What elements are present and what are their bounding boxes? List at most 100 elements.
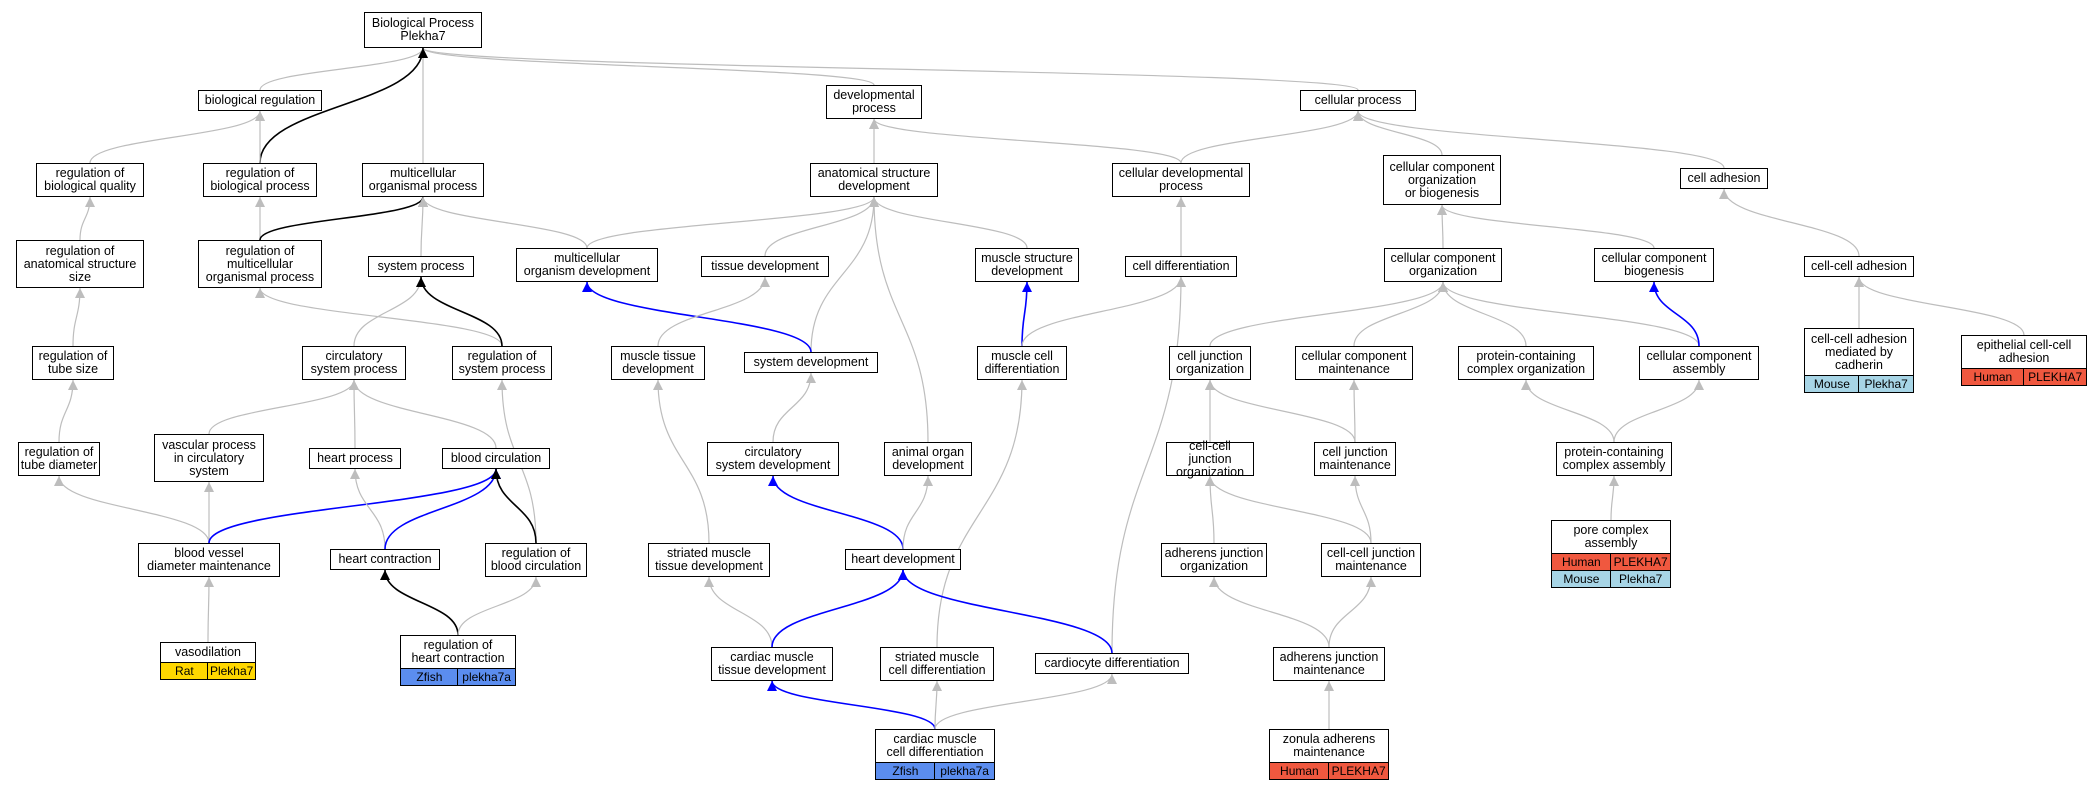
term-node-ccass[interactable]: cellular component assembly (1639, 346, 1759, 380)
term-node-heartdev[interactable]: heart development (845, 549, 961, 570)
edge-regheartc-to-regbloodc (457, 576, 541, 636)
term-node-animorgdev[interactable]: animal organ development (884, 442, 972, 476)
term-node-celldiff[interactable]: cell differentiation (1125, 256, 1237, 277)
term-node-pcca[interactable]: protein-containing complex assembly (1556, 442, 1672, 476)
term-node-sysdev[interactable]: system development (744, 352, 878, 373)
edge-circsys-to-sysproc (353, 276, 426, 347)
edge-sysdev-to-anatdev (810, 196, 879, 353)
term-node-bvdm[interactable]: blood vessel diameter maintenance (138, 543, 280, 577)
term-node-strmustdev[interactable]: striated muscle tissue development (648, 543, 770, 577)
edge-ccass-to-ccorg (1438, 281, 1700, 347)
gene-label: PLEKHA7 (1328, 761, 1389, 780)
edge-pcco-to-ccorg (1438, 281, 1527, 347)
term-node-ajmaint[interactable]: adherens junction maintenance (1273, 647, 1385, 681)
term-node-regbloodc[interactable]: regulation of blood circulation (485, 543, 587, 577)
term-node-heartproc[interactable]: heart process (309, 448, 401, 469)
term-node-circsys[interactable]: circulatory system process (302, 346, 406, 380)
term-node-pcco[interactable]: protein-containing complex organization (1458, 346, 1594, 380)
edge-ajmaint-to-ccjmaint (1328, 576, 1376, 648)
term-node-regtube[interactable]: regulation of tube size (32, 346, 114, 380)
edge-cardiodiff-to-celldiff (1111, 276, 1186, 654)
term-node-epiadh[interactable]: epithelial cell-cell adhesion (1961, 335, 2087, 369)
term-node-ccadh[interactable]: cell-cell adhesion (1804, 256, 1914, 277)
edge-tissdev-to-anatdev (764, 196, 879, 257)
edge-multidev-to-anatdev (586, 196, 879, 249)
term-node-zonula[interactable]: zonula adherens maintenance (1269, 729, 1389, 763)
term-node-regsys[interactable]: regulation of system process (452, 346, 552, 380)
term-node-bioreg[interactable]: biological regulation (198, 90, 322, 111)
term-node-heartcontr[interactable]: heart contraction (330, 549, 440, 570)
term-node-cjorg[interactable]: cell junction organization (1169, 346, 1251, 380)
edge-circsysdev-to-sysdev (772, 372, 816, 443)
term-node-ajorg[interactable]: adherens junction organization (1161, 543, 1267, 577)
edge-vascproc-to-circsys (208, 379, 359, 435)
edge-ccjmaint-to-ccjorg (1205, 475, 1372, 544)
edge-ajorg-to-ccjorg (1205, 475, 1216, 544)
edge-heartcontr-to-heartproc (350, 468, 386, 550)
edge-regbiop-to-bp (259, 47, 428, 164)
term-node-regbioq[interactable]: regulation of biological quality (36, 163, 144, 197)
term-node-vascproc[interactable]: vascular process in circulatory system (154, 434, 264, 482)
term-node-regheartc[interactable]: regulation of heart contraction (400, 635, 516, 669)
term-node-sysproc[interactable]: system process (368, 256, 474, 277)
term-node-ccadhcad[interactable]: cell-cell adhesion mediated by cadherin (1804, 328, 1914, 376)
term-node-regmop[interactable]: regulation of multicellular organismal p… (198, 240, 322, 288)
term-node-tissdev[interactable]: tissue development (701, 256, 829, 277)
edge-celladh-to-cellproc (1353, 110, 1725, 169)
term-node-regbiop[interactable]: regulation of biological process (203, 163, 317, 197)
term-node-anatdev[interactable]: anatomical structure development (810, 163, 938, 197)
term-node-multidev[interactable]: multicellular organism development (516, 248, 658, 282)
edge-ccass-to-ccbio (1649, 281, 1700, 347)
edge-bloodcirc-to-circsys (349, 379, 497, 449)
term-node-devproc[interactable]: developmental process (826, 85, 922, 119)
term-node-cellproc[interactable]: cellular process (1300, 90, 1416, 111)
term-node-cjmaint[interactable]: cell junction maintenance (1314, 442, 1396, 476)
edge-cjmaint-to-ccmaint (1349, 379, 1360, 443)
term-node-regass[interactable]: regulation of anatomical structure size (16, 240, 144, 288)
term-node-multiorg[interactable]: multicellular organismal process (362, 163, 484, 197)
gene-label: PLEKHA7 (1610, 552, 1671, 571)
term-node-bp[interactable]: Biological Process Plekha7 (364, 12, 482, 48)
edge-epiadh-to-ccadh (1854, 276, 2025, 336)
term-node-circsysdev[interactable]: circulatory system development (707, 442, 839, 476)
term-node-mustissdev[interactable]: muscle tissue development (611, 346, 705, 380)
term-node-ccjmaint[interactable]: cell-cell junction maintenance (1321, 543, 1421, 577)
term-node-ccmaint[interactable]: cellular component maintenance (1295, 346, 1413, 380)
term-node-musstrdev[interactable]: muscle structure development (975, 248, 1079, 282)
term-node-cardiodiff[interactable]: cardiocyte differentiation (1035, 653, 1189, 674)
edge-cardmuscd-to-cardmustdev (767, 680, 936, 730)
gene-label: Plekha7 (1858, 374, 1914, 393)
term-node-cardmustdev[interactable]: cardiac muscle tissue development (711, 647, 833, 681)
edge-celldevproc-to-cellproc (1180, 110, 1363, 164)
edge-regbloodc-to-bloodcirc (491, 468, 537, 544)
term-node-ccob[interactable]: cellular component organization or bioge… (1383, 155, 1501, 205)
edge-celldevproc-to-devproc (869, 118, 1182, 164)
edge-regass-to-regbioq (79, 196, 95, 241)
term-node-celladh[interactable]: cell adhesion (1680, 168, 1768, 189)
edge-animorgdev-to-anatdev (869, 196, 929, 443)
species-label: Mouse (1804, 374, 1860, 393)
term-node-strmuscd[interactable]: striated muscle cell differentiation (880, 647, 994, 681)
species-label: Rat (160, 661, 209, 680)
gene-label: PLEKHA7 (2023, 367, 2087, 386)
term-node-ccjorg[interactable]: cell-cell junction organization (1166, 439, 1254, 478)
edge-regtubed-to-regtube (58, 379, 78, 443)
edge-ccmaint-to-ccorg (1353, 281, 1448, 347)
term-node-ccorg[interactable]: cellular component organization (1384, 248, 1502, 282)
term-node-porecomp[interactable]: pore complex assembly (1551, 520, 1671, 554)
term-node-cardmuscd[interactable]: cardiac muscle cell differentiation (875, 729, 995, 763)
edge-cardmuscd-to-cardiodiff (934, 673, 1117, 730)
term-node-vasodil[interactable]: vasodilation (160, 642, 256, 663)
term-node-celldevproc[interactable]: cellular developmental process (1112, 163, 1250, 197)
term-node-bloodcirc[interactable]: blood circulation (442, 448, 550, 469)
term-node-muscelldiff[interactable]: muscle cell differentiation (977, 346, 1067, 380)
edge-sysdev-to-multidev (582, 281, 812, 353)
edge-heartcontr-to-bloodcirc (384, 468, 501, 550)
species-label: Human (1961, 367, 2025, 386)
term-node-ccbio[interactable]: cellular component biogenesis (1594, 248, 1714, 282)
term-node-regtubed[interactable]: regulation of tube diameter (18, 442, 100, 476)
